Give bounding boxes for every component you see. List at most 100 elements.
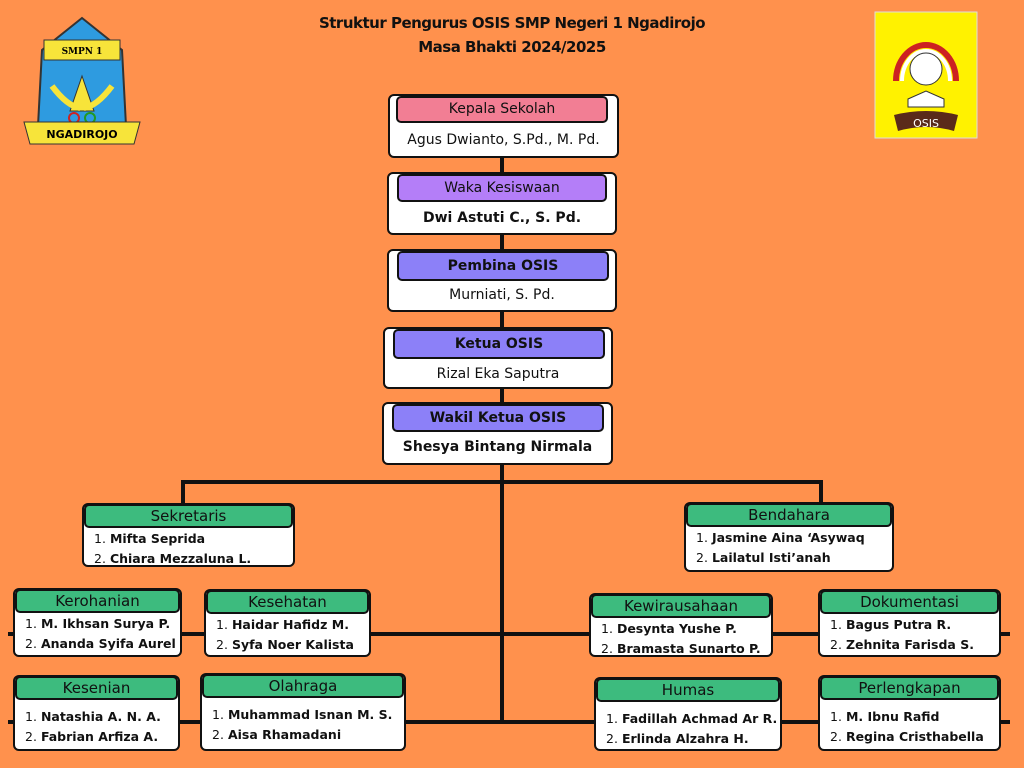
list-item: 1.Muhammad Isnan M. S. <box>212 705 392 725</box>
role-label: Wakil Ketua OSIS <box>392 404 604 432</box>
person-name: Dwi Astuti C., S. Pd. <box>422 210 582 226</box>
item-number: 1. <box>601 621 613 636</box>
member-name: Aisa Rhamadani <box>227 727 342 742</box>
item-number: 2. <box>601 641 613 656</box>
person-name: Shesya Bintang Nirmala <box>402 439 593 455</box>
list-item: 2.Erlinda Alzahra H. <box>606 729 777 749</box>
svg-text:SMPN 1: SMPN 1 <box>62 47 103 57</box>
list-item: 2.Aisa Rhamadani <box>212 725 392 745</box>
division-title: Perlengkapan <box>820 676 999 700</box>
member-name: Mifta Seprida <box>109 531 206 546</box>
role-label: Ketua OSIS <box>393 329 605 359</box>
item-number: 1. <box>696 530 708 545</box>
member-name: Syfa Noer Kalista <box>231 637 354 652</box>
member-name: Lailatul Isti’anah <box>711 550 831 565</box>
member-name: Fabrian Arfiza A. <box>40 729 159 744</box>
list-item: 1.Jasmine Aina ‘Asywaq <box>696 528 865 548</box>
division-title: Dokumentasi <box>820 590 999 614</box>
item-number: 1. <box>94 531 106 546</box>
member-list: 1.M. Ikhsan Surya P.2.Ananda Syifa Aurel <box>25 614 176 654</box>
item-number: 2. <box>212 727 224 742</box>
item-number: 1. <box>212 707 224 722</box>
node-pembina-osis: Pembina OSIS Murniati, S. Pd. <box>387 249 617 312</box>
member-name: Erlinda Alzahra H. <box>621 731 749 746</box>
role-label: Kepala Sekolah <box>396 96 608 123</box>
member-name: Muhammad Isnan M. S. <box>227 707 393 722</box>
list-item: 2.Syfa Noer Kalista <box>216 635 354 655</box>
division-title: Olahraga <box>202 674 404 698</box>
member-name: Jasmine Aina ‘Asywaq <box>711 530 865 545</box>
list-item: 2.Lailatul Isti’anah <box>696 548 865 568</box>
osis-logo: OSIS <box>874 11 978 139</box>
item-number: 2. <box>830 729 842 744</box>
member-name: Haidar Hafidz M. <box>231 617 349 632</box>
item-number: 1. <box>830 709 842 724</box>
list-item: 2.Bramasta Sunarto P. <box>601 639 761 659</box>
node-kepala-sekolah: Kepala Sekolah Agus Dwianto, S.Pd., M. P… <box>388 94 619 158</box>
item-number: 1. <box>216 617 228 632</box>
member-list: 1.Haidar Hafidz M.2.Syfa Noer Kalista <box>216 615 354 655</box>
list-item: 2.Fabrian Arfiza A. <box>25 727 161 747</box>
division-title: Bendahara <box>686 503 892 527</box>
division-title: Sekretaris <box>84 504 293 528</box>
chart-subtitle: Masa Bhakti 2024/2025 <box>418 38 606 56</box>
list-item: 1.M. Ibnu Rafid <box>830 707 984 727</box>
member-name: Natashia A. N. A. <box>40 709 161 724</box>
list-item: 2.Regina Cristhabella <box>830 727 984 747</box>
member-list: 1.Desynta Yushe P.2.Bramasta Sunarto P. <box>601 619 761 659</box>
node-waka-kesiswaan: Waka Kesiswaan Dwi Astuti C., S. Pd. <box>387 172 617 235</box>
item-number: 2. <box>216 637 228 652</box>
member-name: Regina Cristhabella <box>845 729 984 744</box>
item-number: 1. <box>830 617 842 632</box>
list-item: 1.Fadillah Achmad Ar R. <box>606 709 777 729</box>
node-wakil-ketua-osis: Wakil Ketua OSIS Shesya Bintang Nirmala <box>382 402 613 465</box>
division-title: Humas <box>596 678 780 702</box>
member-name: Zehnita Farisda S. <box>845 637 974 652</box>
list-item: 1.Natashia A. N. A. <box>25 707 161 727</box>
item-number: 1. <box>25 709 37 724</box>
division-title: Kewirausahaan <box>591 594 771 618</box>
chart-title: Struktur Pengurus OSIS SMP Negeri 1 Ngad… <box>318 14 706 32</box>
member-name: Ananda Syifa Aurel <box>40 636 176 651</box>
node-ketua-osis: Ketua OSIS Rizal Eka Saputra <box>383 327 613 389</box>
person-name: Murniati, S. Pd. <box>449 287 555 303</box>
list-item: 1.Bagus Putra R. <box>830 615 974 635</box>
member-name: Chiara Mezzaluna L. <box>109 551 252 566</box>
list-item: 1.Haidar Hafidz M. <box>216 615 354 635</box>
item-number: 2. <box>830 637 842 652</box>
list-item: 2.Ananda Syifa Aurel <box>25 634 176 654</box>
item-number: 2. <box>94 551 106 566</box>
list-item: 1.M. Ikhsan Surya P. <box>25 614 176 634</box>
role-label: Waka Kesiswaan <box>397 174 607 202</box>
member-name: Desynta Yushe P. <box>616 621 737 636</box>
role-label: Pembina OSIS <box>397 251 609 281</box>
member-list: 1.Fadillah Achmad Ar R.2.Erlinda Alzahra… <box>606 709 777 749</box>
division-title: Kesenian <box>15 676 178 700</box>
list-item: 2.Chiara Mezzaluna L. <box>94 549 251 569</box>
item-number: 2. <box>25 729 37 744</box>
item-number: 2. <box>696 550 708 565</box>
list-item: 1.Mifta Seprida <box>94 529 251 549</box>
item-number: 2. <box>606 731 618 746</box>
person-name: Rizal Eka Saputra <box>436 366 560 382</box>
member-name: M. Ibnu Rafid <box>845 709 940 724</box>
person-name: Agus Dwianto, S.Pd., M. Pd. <box>407 132 600 148</box>
division-title: Kesehatan <box>206 590 369 614</box>
division-title: Kerohanian <box>15 589 180 613</box>
member-list: 1.Natashia A. N. A.2.Fabrian Arfiza A. <box>25 707 161 747</box>
list-item: 1.Desynta Yushe P. <box>601 619 761 639</box>
svg-text:OSIS: OSIS <box>913 117 939 130</box>
member-name: Bagus Putra R. <box>845 617 952 632</box>
